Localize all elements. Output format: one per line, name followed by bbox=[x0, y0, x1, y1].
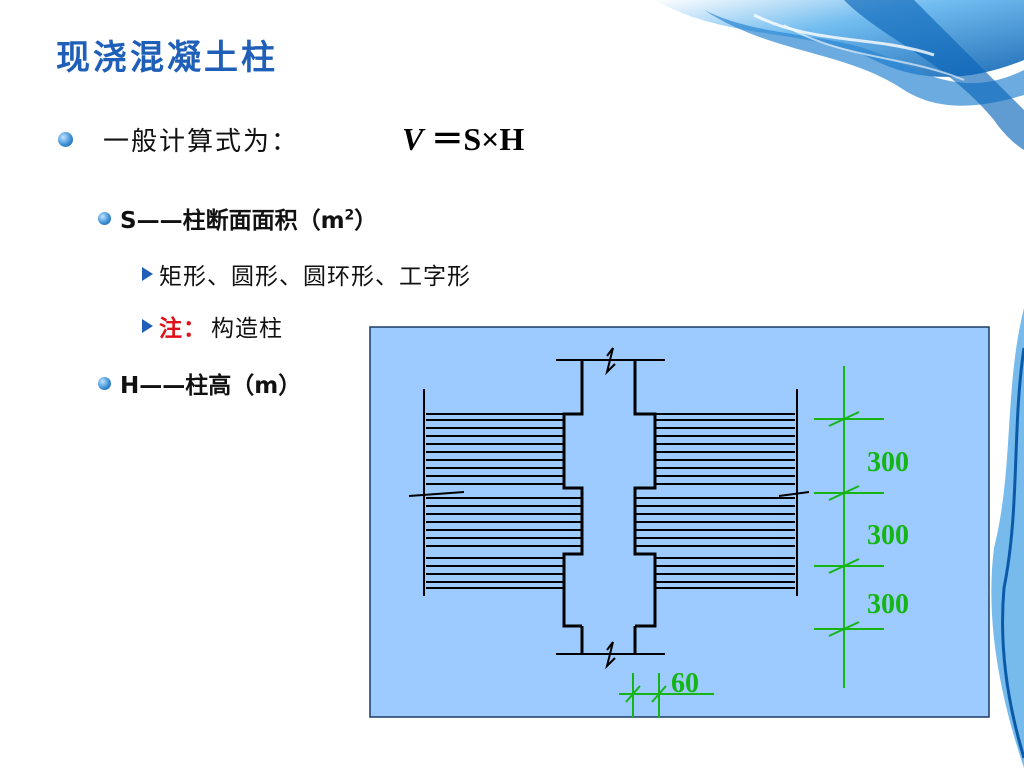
brick-courses bbox=[426, 413, 795, 589]
formula-lhs: V bbox=[402, 121, 424, 157]
formula-label: 一般计算式为： bbox=[103, 127, 300, 157]
bullet-icon bbox=[58, 132, 73, 147]
bullet-row-h: H——柱高（m） bbox=[98, 366, 301, 400]
bullet-icon bbox=[98, 211, 111, 225]
sub-item-shapes: 矩形、圆形、圆环形、工字形 bbox=[142, 257, 471, 291]
dimension-lines bbox=[619, 366, 884, 718]
dimension-label-3: 300 bbox=[867, 589, 909, 620]
triangle-bullet-icon bbox=[142, 267, 153, 281]
shapes-text: 矩形、圆形、圆环形、工字形 bbox=[159, 264, 471, 290]
h-definition: H——柱高（m） bbox=[120, 373, 302, 399]
formula-rhs: ＝S×H bbox=[431, 121, 525, 157]
column-outline bbox=[408, 347, 810, 670]
note-text: 注：构造柱 bbox=[159, 315, 283, 342]
bullet-row-formula: 一般计算式为： bbox=[58, 121, 299, 158]
blue-wave-decoration-bottom bbox=[991, 308, 1024, 768]
slide-title: 现浇混凝土柱 bbox=[56, 38, 278, 78]
blue-wave-decoration bbox=[654, 0, 1024, 150]
s-definition: S——柱断面面积（m2） bbox=[120, 207, 378, 234]
triangle-bullet-icon bbox=[142, 319, 153, 333]
formula: V ＝S×H bbox=[402, 114, 524, 160]
sub-item-note: 注：构造柱 bbox=[142, 309, 283, 343]
bullet-icon bbox=[98, 376, 111, 390]
column-diagram: 300 300 300 60 bbox=[369, 326, 990, 718]
bullet-row-s: S——柱断面面积（m2） bbox=[98, 201, 377, 235]
width-dimension-label: 60 bbox=[671, 668, 699, 699]
dimension-label-1: 300 bbox=[867, 447, 909, 478]
dimension-label-2: 300 bbox=[867, 520, 909, 551]
